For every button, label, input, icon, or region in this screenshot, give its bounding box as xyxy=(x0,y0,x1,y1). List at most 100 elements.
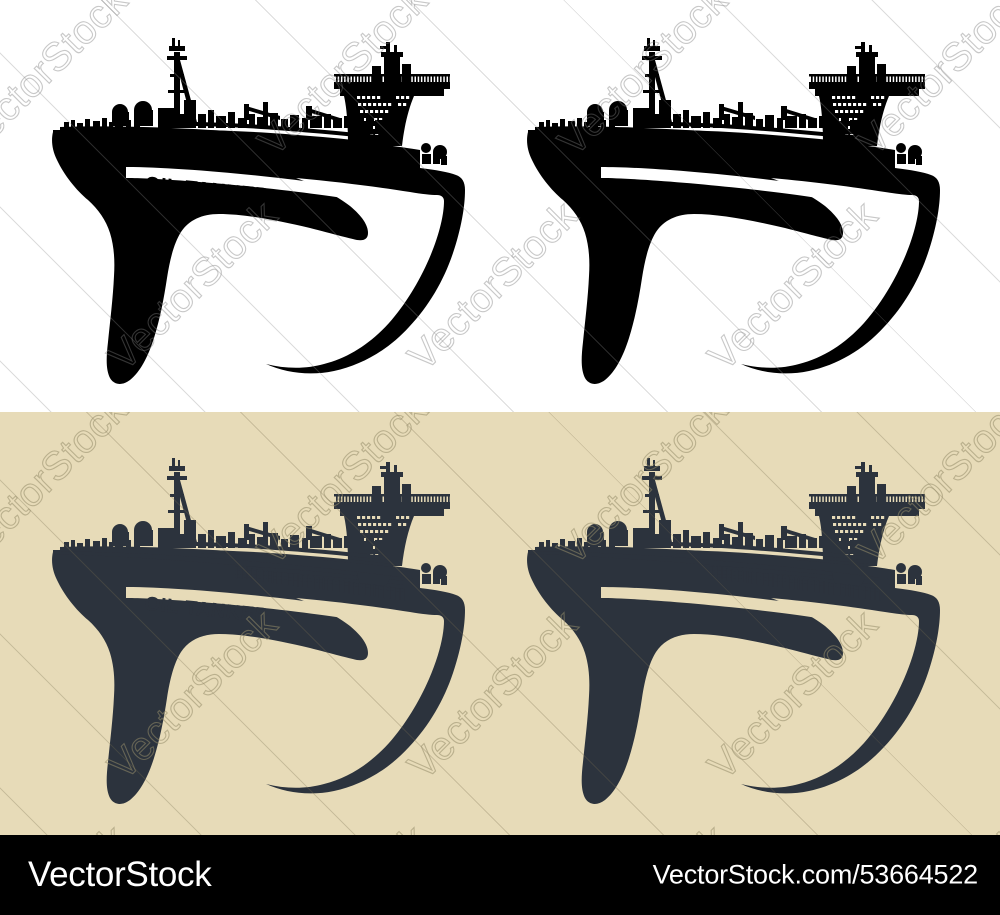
bridge-wing-railing xyxy=(441,76,444,82)
accommodation-window xyxy=(849,538,853,541)
accommodation-window xyxy=(876,516,880,519)
vectorstock-url: VectorStock.com/53664522 xyxy=(652,859,979,890)
bridge-wing-railing xyxy=(887,76,890,82)
forward-deckhouse xyxy=(650,534,660,548)
accommodation-window xyxy=(852,96,856,99)
accommodation-window xyxy=(847,126,851,129)
railing-stanchion xyxy=(792,577,795,590)
pipe-manifold-unit xyxy=(302,538,308,549)
bridge-wing-railing xyxy=(875,496,877,502)
railing-stanchion xyxy=(767,153,769,166)
accommodation-window xyxy=(372,546,376,549)
bridge-wing-railing xyxy=(380,76,383,82)
accommodation-window xyxy=(365,110,369,113)
deck-machinery xyxy=(93,121,100,129)
kingpost xyxy=(306,106,312,120)
funnel xyxy=(384,56,400,84)
railing-stanchion xyxy=(271,571,274,584)
railing-rail xyxy=(234,574,404,592)
railing-stanchion xyxy=(292,573,294,586)
mast-antenna xyxy=(178,40,180,47)
railing-stanchion xyxy=(782,155,784,168)
railing-stanchion xyxy=(338,580,340,593)
bridge-wing-railing xyxy=(827,76,829,82)
funnel xyxy=(859,56,875,84)
railing-stanchion xyxy=(858,166,861,179)
oil-tanker-black-plain xyxy=(523,30,953,390)
crane-jib xyxy=(783,108,815,122)
mast-upper-platform xyxy=(169,466,185,471)
accommodation-window xyxy=(372,516,376,519)
accommodation-window xyxy=(364,538,368,541)
pipe-manifold-unit xyxy=(799,114,806,128)
mast-crosstree xyxy=(643,510,661,513)
pipe-manifold-unit xyxy=(366,537,373,549)
accommodation-window xyxy=(373,103,377,106)
funnel-platform xyxy=(380,46,390,49)
bridge-wing-railing xyxy=(412,496,415,502)
railing-stanchion xyxy=(261,149,264,162)
funnel-mast xyxy=(394,45,397,54)
pipe-manifold-unit xyxy=(249,534,255,548)
forward-deckhouse xyxy=(650,114,660,128)
pipe-manifold-unit xyxy=(765,115,774,129)
accommodation-window xyxy=(833,523,837,526)
accommodation-window xyxy=(373,523,377,526)
bridge-wing-railing xyxy=(355,496,357,502)
railing-stanchion xyxy=(383,586,386,599)
railing-stanchion xyxy=(756,152,759,165)
aft-mooring-winch xyxy=(421,143,431,153)
accommodation-window xyxy=(843,103,847,106)
accommodation-window xyxy=(362,96,366,99)
railing-stanchion xyxy=(711,566,713,579)
accommodation-window xyxy=(363,523,367,526)
railing-stanchion xyxy=(721,567,723,580)
railing-stanchion xyxy=(338,160,340,173)
railing-stanchion xyxy=(848,584,851,597)
pipe-manifold-unit xyxy=(673,534,681,548)
railing-stanchion xyxy=(838,163,841,176)
aft-deck-machinery xyxy=(414,150,420,164)
pipe-manifold-unit xyxy=(785,116,797,128)
railing-stanchion xyxy=(874,588,876,601)
accommodation-window xyxy=(380,110,384,113)
mast-platform xyxy=(642,476,662,480)
catwalk-railing xyxy=(234,566,406,601)
pipe-manifold-unit xyxy=(344,116,352,128)
accommodation-window xyxy=(848,523,852,526)
deck-machinery xyxy=(577,538,582,549)
pipe-manifold-unit xyxy=(841,537,848,549)
railing-stanchion xyxy=(777,575,779,588)
bridge-wing-railing xyxy=(428,496,431,502)
aft-mooring-winch xyxy=(908,565,922,579)
bridge-wing-railing xyxy=(364,496,367,502)
bridge-wing-railing xyxy=(875,76,877,82)
accommodation-window xyxy=(357,516,361,519)
pipe-manifold-unit xyxy=(366,117,373,129)
bridge-wing-railing xyxy=(903,76,906,82)
mast-platform xyxy=(642,56,662,60)
accommodation-window xyxy=(850,110,854,113)
forward-deckhouse xyxy=(175,534,185,548)
accommodation-window xyxy=(832,96,836,99)
accommodation-window xyxy=(403,523,407,526)
railing-stanchion xyxy=(373,164,376,177)
bridge-wing-railing xyxy=(422,496,425,502)
railing-stanchion xyxy=(261,569,264,582)
bridge-wing-railing xyxy=(900,496,903,502)
bridge-wing-railing xyxy=(897,496,900,502)
pipe-manifold-unit xyxy=(808,538,817,548)
pipe-manifold-unit xyxy=(257,117,268,128)
catwalk-railing xyxy=(234,146,406,181)
bridge-wing-railing xyxy=(916,76,919,82)
mast-antenna xyxy=(653,40,655,47)
pipe-manifold-unit xyxy=(732,117,743,128)
bridge-wing-railing xyxy=(833,76,836,82)
accommodation-window xyxy=(863,523,867,526)
railing-stanchion xyxy=(746,151,749,164)
mast-platform xyxy=(167,476,187,480)
railing-stanchion xyxy=(782,575,784,588)
deck-sheer-line xyxy=(528,130,895,165)
aft-mooring-winch xyxy=(908,145,922,159)
railing-stanchion xyxy=(751,571,754,584)
